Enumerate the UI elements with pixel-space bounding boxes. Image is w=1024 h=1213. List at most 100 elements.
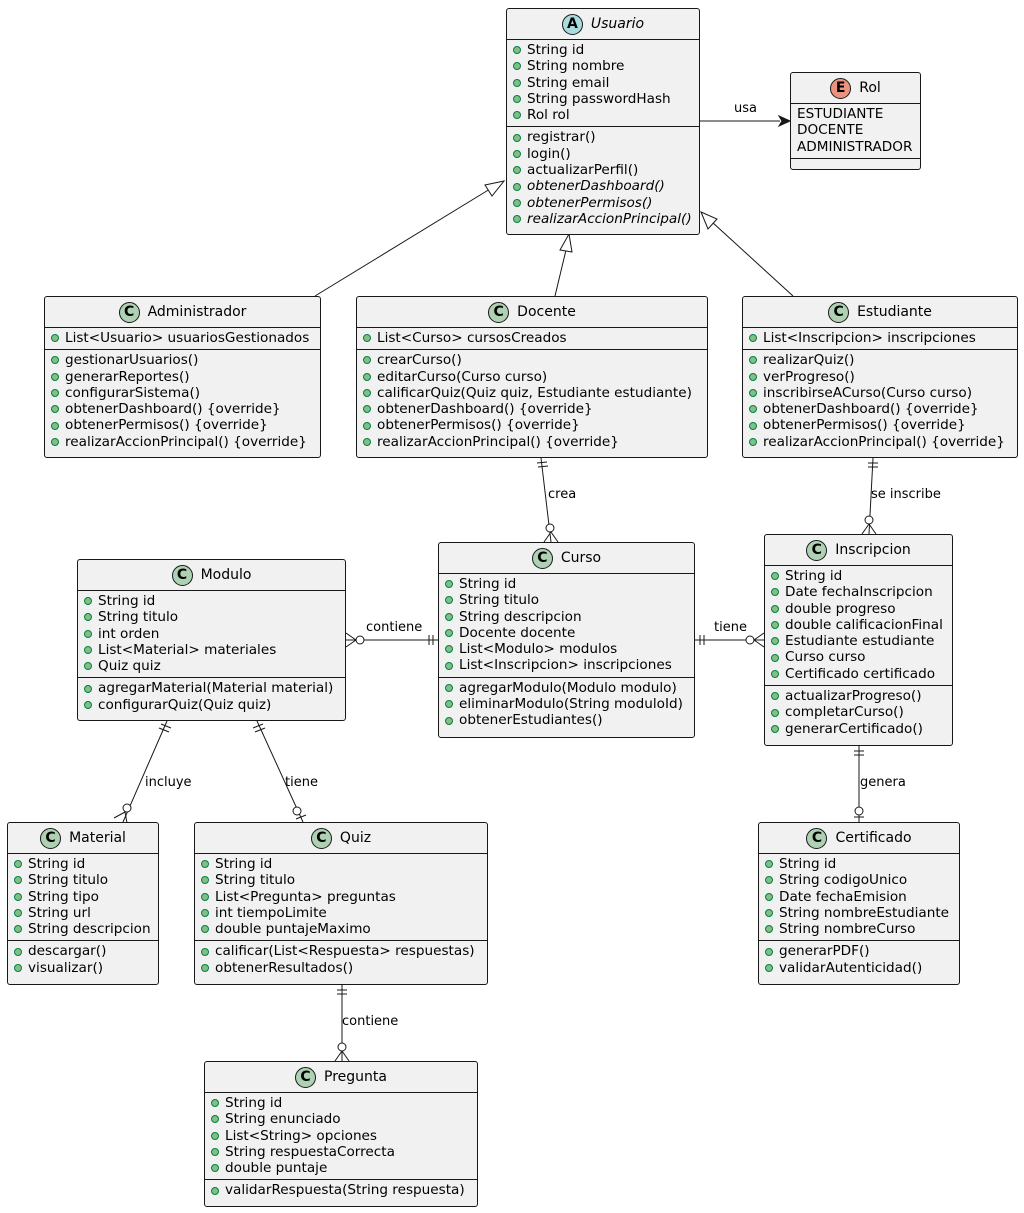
class-icon: C bbox=[806, 827, 828, 849]
class-method: obtenerResultados() bbox=[195, 960, 487, 976]
class-method: obtenerPermisos() {override} bbox=[45, 417, 320, 433]
attribute-text: String id bbox=[779, 856, 837, 872]
public-visibility-icon bbox=[749, 334, 757, 343]
inheritance-triangle-icon bbox=[559, 232, 573, 253]
attribute-text: double puntaje bbox=[225, 1160, 328, 1177]
enum-value: ADMINISTRADOR bbox=[797, 138, 913, 155]
class-attribute: String passwordHash bbox=[507, 91, 699, 107]
public-visibility-icon bbox=[211, 1099, 219, 1108]
class-attribute: List<Pregunta> preguntas bbox=[195, 889, 487, 905]
class-method: obtenerDashboard() {override} bbox=[357, 401, 707, 417]
method-text: obtenerDashboard() {override} bbox=[65, 401, 281, 418]
relation-label-usa: usa bbox=[734, 101, 757, 116]
method-text: realizarAccionPrincipal() {override} bbox=[65, 433, 307, 450]
method-text: obtenerPermisos() {override} bbox=[763, 417, 966, 434]
public-visibility-icon bbox=[14, 925, 22, 934]
enum-value: DOCENTE bbox=[797, 122, 864, 139]
public-visibility-icon bbox=[771, 637, 779, 646]
attribute-text: String email bbox=[527, 74, 610, 91]
attribute-text: Quiz quiz bbox=[98, 658, 161, 675]
relation-label-incluye: incluye bbox=[145, 775, 192, 790]
class-method: configurarSistema() bbox=[45, 385, 320, 401]
public-visibility-icon bbox=[445, 716, 453, 725]
public-visibility-icon bbox=[84, 646, 92, 655]
class-attribute: Date fechaEmision bbox=[759, 889, 959, 905]
attribute-text: String titulo bbox=[215, 872, 296, 889]
attribute-text: List<Curso> cursosCreados bbox=[377, 330, 567, 346]
methods-section: generarPDF()validarAutenticidad() bbox=[759, 941, 959, 979]
class-attribute: String codigoUnico bbox=[759, 872, 959, 888]
public-visibility-icon bbox=[513, 182, 521, 191]
attribute-text: Estudiante estudiante bbox=[785, 633, 935, 650]
public-visibility-icon bbox=[771, 588, 779, 597]
method-text: actualizarProgreso() bbox=[785, 688, 922, 705]
class-attribute: String nombreCurso bbox=[759, 921, 959, 937]
class-method: validarAutenticidad() bbox=[759, 960, 959, 976]
class-attribute: Date fechaInscripcion bbox=[765, 584, 952, 600]
public-visibility-icon bbox=[513, 46, 521, 55]
method-text: obtenerPermisos() {override} bbox=[65, 417, 268, 434]
method-text: visualizar() bbox=[28, 959, 104, 976]
method-text: verProgreso() bbox=[763, 368, 855, 385]
method-text: obtenerDashboard() {override} bbox=[377, 401, 593, 418]
attribute-text: String id bbox=[98, 593, 156, 609]
class-name: Docente bbox=[517, 304, 576, 320]
public-visibility-icon bbox=[445, 645, 453, 654]
class-method: obtenerPermisos() {override} bbox=[743, 417, 1017, 433]
class-icon: C bbox=[488, 301, 510, 323]
abstract-class-icon: A bbox=[561, 13, 583, 35]
relation-label-tiene-inscripcion: tiene bbox=[714, 620, 747, 635]
method-text: editarCurso(Curso curso) bbox=[377, 368, 548, 385]
attribute-text: String descripcion bbox=[459, 608, 582, 625]
class-method: generarReportes() bbox=[45, 369, 320, 385]
attribute-text: String id bbox=[28, 856, 86, 872]
public-visibility-icon bbox=[765, 860, 773, 869]
attribute-text: String id bbox=[215, 856, 273, 872]
class-name: Pregunta bbox=[324, 1069, 387, 1085]
public-visibility-icon bbox=[445, 629, 453, 638]
class-attribute: int orden bbox=[78, 626, 345, 642]
public-visibility-icon bbox=[211, 1131, 219, 1140]
class-icon: C bbox=[531, 547, 553, 569]
attribute-text: String url bbox=[28, 904, 91, 921]
class-name: Administrador bbox=[147, 304, 247, 320]
relation-label-genera: genera bbox=[860, 775, 906, 790]
attribute-text: List<Material> materiales bbox=[98, 641, 277, 658]
class-attribute: String descripcion bbox=[439, 609, 694, 625]
public-visibility-icon bbox=[445, 700, 453, 709]
attribute-text: String id bbox=[527, 42, 585, 58]
class-method: completarCurso() bbox=[765, 704, 952, 720]
edge-estudiante-usuario bbox=[711, 221, 794, 297]
public-visibility-icon bbox=[771, 653, 779, 662]
arrowhead-icon bbox=[777, 114, 792, 128]
attribute-text: List<Inscripcion> inscripciones bbox=[763, 330, 976, 346]
class-header: C Docente bbox=[357, 297, 707, 328]
methods-section: validarRespuesta(String respuesta) bbox=[205, 1180, 477, 1201]
class-attribute: List<Usuario> usuariosGestionados bbox=[45, 330, 320, 346]
public-visibility-icon bbox=[749, 356, 757, 365]
attribute-text: String id bbox=[225, 1095, 283, 1111]
class-attribute: Docente docente bbox=[439, 625, 694, 641]
class-name: Modulo bbox=[200, 567, 252, 583]
public-visibility-icon bbox=[84, 700, 92, 709]
attribute-text: String codigoUnico bbox=[779, 872, 908, 889]
method-text: obtenerResultados() bbox=[215, 959, 354, 976]
public-visibility-icon bbox=[363, 334, 371, 343]
class-method: obtenerDashboard() bbox=[507, 178, 699, 194]
class-method: login() bbox=[507, 146, 699, 162]
class-name: Rol bbox=[859, 80, 881, 96]
public-visibility-icon bbox=[765, 892, 773, 901]
public-visibility-icon bbox=[765, 963, 773, 972]
public-visibility-icon bbox=[51, 356, 59, 365]
public-visibility-icon bbox=[51, 389, 59, 398]
class-method: inscribirseACurso(Curso curso) bbox=[743, 385, 1017, 401]
class-name: Material bbox=[69, 830, 126, 846]
method-text: realizarAccionPrincipal() {override} bbox=[377, 433, 619, 450]
attribute-text: String nombreEstudiante bbox=[779, 904, 950, 921]
method-text: agregarModulo(Modulo modulo) bbox=[459, 679, 677, 696]
public-visibility-icon bbox=[14, 860, 22, 869]
